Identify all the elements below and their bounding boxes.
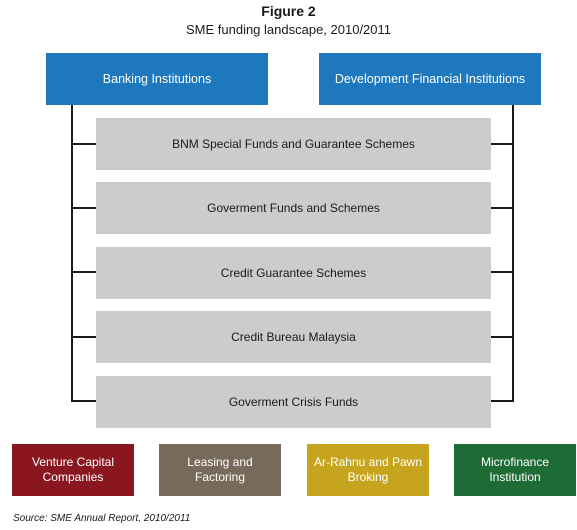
- leasing-factoring-label: Leasing and Factoring: [187, 455, 253, 484]
- ar-rahnu-box: Ar-Rahnu and Pawn Broking: [307, 444, 429, 496]
- government-funds-box: Goverment Funds and Schemes: [96, 182, 491, 234]
- credit-bureau-label: Credit Bureau Malaysia: [231, 329, 356, 344]
- government-crisis-funds-box: Goverment Crisis Funds: [96, 376, 491, 428]
- bnm-special-funds-box: BNM Special Funds and Guarantee Schemes: [96, 118, 491, 170]
- figure-title: SME funding landscape, 2010/2011: [185, 22, 392, 37]
- development-financial-institutions-label: Development Financial Institutions: [334, 71, 526, 86]
- figure-label: Figure 2: [261, 3, 316, 19]
- government-funds-label: Goverment Funds and Schemes: [207, 200, 380, 215]
- microfinance-box: Microfinance Institution: [454, 444, 576, 496]
- venture-capital-box: Venture Capital Companies: [12, 444, 134, 496]
- leasing-factoring-box: Leasing and Factoring: [159, 444, 281, 496]
- development-financial-institutions-box: Development Financial Institutions: [319, 53, 541, 105]
- ar-rahnu-label: Ar-Rahnu and Pawn Broking: [313, 455, 423, 484]
- source-note: Source: SME Annual Report, 2010/2011: [13, 513, 191, 524]
- venture-capital-label: Venture Capital Companies: [31, 455, 115, 484]
- government-crisis-funds-label: Goverment Crisis Funds: [228, 394, 359, 409]
- credit-guarantee-schemes-label: Credit Guarantee Schemes: [220, 265, 367, 280]
- banking-institutions-label: Banking Institutions: [102, 71, 212, 86]
- microfinance-label: Microfinance Institution: [480, 455, 550, 484]
- banking-institutions-box: Banking Institutions: [46, 53, 268, 105]
- credit-guarantee-schemes-box: Credit Guarantee Schemes: [96, 247, 491, 299]
- credit-bureau-box: Credit Bureau Malaysia: [96, 311, 491, 363]
- bnm-special-funds-label: BNM Special Funds and Guarantee Schemes: [172, 136, 415, 151]
